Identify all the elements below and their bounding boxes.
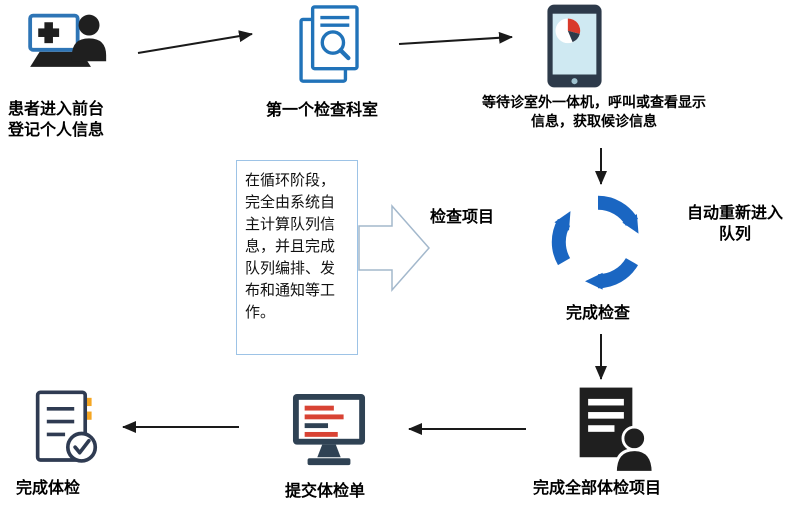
- registration-desk-icon: [26, 8, 116, 84]
- loop-explanation-callout: 在循环阶段，完全由系统自主计算队列信息，并且完成队列编排、发布和通知等工作。: [236, 160, 358, 355]
- callout-text: 在循环阶段，完全由系统自主计算队列信息，并且完成队列编排、发布和通知等工作。: [245, 171, 336, 321]
- label-first-department: 第一个检查科室: [266, 100, 379, 119]
- home-button-icon: [571, 78, 578, 85]
- label-kiosk: 等待诊室外一体机，呼叫或查看显示 信息，获取候诊信息: [482, 95, 706, 130]
- person-icon: [78, 14, 100, 36]
- document-check-icon: [34, 386, 98, 470]
- person-document-icon: [574, 385, 654, 473]
- label-requeue: 自动重新进入 队列: [686, 203, 783, 243]
- search-document-icon: [296, 4, 364, 86]
- pie-chart-icon: [555, 18, 581, 44]
- recycle-icon: [540, 186, 656, 298]
- callout-pointer-arrow: [358, 204, 430, 292]
- arrow-registration-to-department: [137, 30, 253, 54]
- magnifier-icon: [320, 30, 346, 55]
- label-registration: 患者进入前台 登记个人信息: [8, 99, 105, 139]
- label-finish-exam: 完成体检: [16, 478, 81, 497]
- label-submit-form: 提交体检单: [284, 481, 365, 500]
- label-complete-check: 完成检查: [565, 303, 630, 322]
- kiosk-tablet-icon: [546, 3, 603, 89]
- arrow-department-to-kiosk: [398, 31, 513, 45]
- monitor-icon: [292, 392, 366, 470]
- label-exam-items: 检查项目: [430, 207, 495, 226]
- person-icon: [621, 425, 647, 452]
- label-all-items-done: 完成全部体检项目: [532, 478, 661, 497]
- checkmark-circle-icon: [66, 431, 98, 463]
